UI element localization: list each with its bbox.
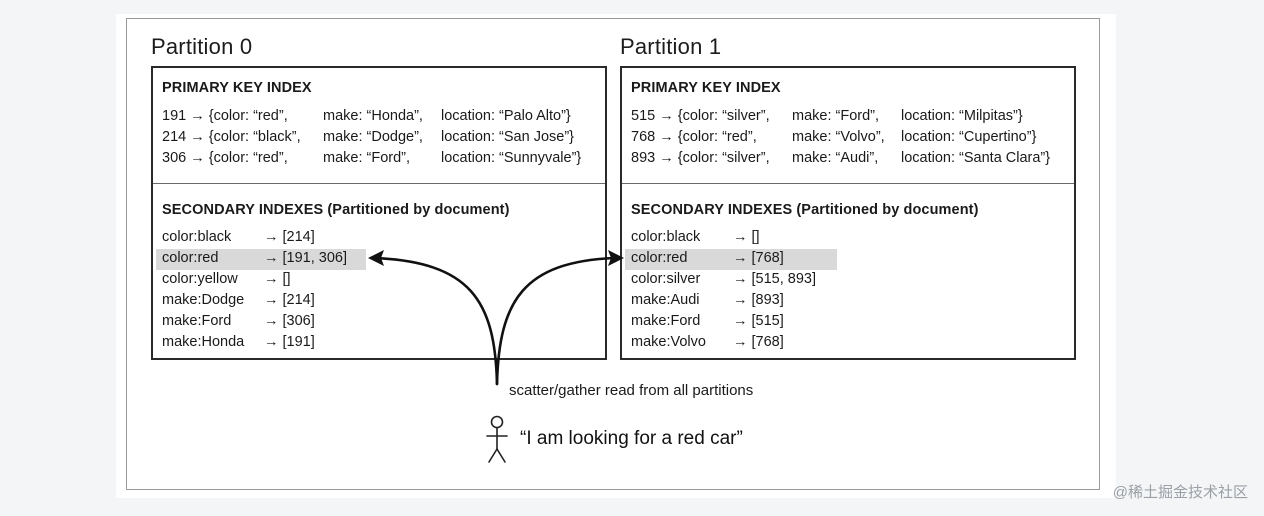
primary-row-make: make: “Volvo”, (792, 129, 885, 145)
secondary-row: make:Honda → [191] (156, 333, 366, 354)
secondary-row: make:Volvo → [768] (625, 333, 837, 354)
index-term: make:Dodge (162, 292, 245, 308)
primary-row-key: 306 → {color: “red”, (162, 150, 288, 166)
primary-row-location: location: “Cupertino”} (901, 129, 1037, 145)
secondary-row: color:black → [214] (156, 228, 366, 249)
arrow-to-partition-0 (372, 256, 499, 386)
primary-row-key: 893 → {color: “silver”, (631, 150, 770, 166)
primary-row-make: make: “Audi”, (792, 150, 879, 166)
primary-row-make: make: “Dodge”, (323, 129, 423, 145)
secondary-indexes-heading: SECONDARY INDEXES (Partitioned by docume… (631, 202, 979, 218)
primary-row-location: location: “Sunnyvale”} (441, 150, 582, 166)
partition-1-box: PRIMARY KEY INDEX 515 → {color: “silver”… (620, 66, 1076, 360)
secondary-row: make:Audi → [893] (625, 291, 837, 312)
secondary-indexes-heading: SECONDARY INDEXES (Partitioned by docume… (162, 202, 510, 218)
index-ids: → [191, 306] (264, 250, 348, 266)
user-stick-figure (486, 415, 508, 463)
index-ids: → [306] (264, 313, 315, 329)
index-ids: → [768] (733, 250, 784, 266)
primary-row-location: location: “San Jose”} (441, 129, 574, 145)
partition-0-box: PRIMARY KEY INDEX 191 → {color: “red”, m… (151, 66, 607, 360)
index-term: make:Honda (162, 334, 245, 350)
secondary-row: make:Ford → [306] (156, 312, 366, 333)
index-ids: → [] (264, 271, 291, 287)
index-ids: → [191] (264, 334, 315, 350)
secondary-row: color:silver → [515, 893] (625, 270, 837, 291)
primary-row-make: make: “Ford”, (323, 150, 411, 166)
primary-row-key: 515 → {color: “silver”, (631, 108, 770, 124)
index-term: make:Volvo (631, 334, 706, 350)
partition-1-title: Partition 1 (620, 34, 722, 59)
index-term: color:black (631, 229, 701, 245)
index-term: color:black (162, 229, 232, 245)
scatter-gather-caption: scatter/gather read from all partitions (509, 382, 754, 399)
index-term: color:yellow (162, 271, 238, 287)
secondary-row: color:black → [] (625, 228, 837, 249)
index-ids: → [214] (264, 229, 315, 245)
primary-row-make: make: “Ford”, (792, 108, 880, 124)
index-ids: → [214] (264, 292, 315, 308)
index-term: color:silver (631, 271, 701, 287)
secondary-row-highlighted: color:red → [768] (625, 249, 837, 270)
index-term: make:Ford (631, 313, 701, 329)
partition-0-title: Partition 0 (151, 34, 253, 59)
diagram-frame (126, 18, 1100, 490)
index-term: make:Ford (162, 313, 232, 329)
user-quote: “I am looking for a red car” (520, 428, 743, 449)
watermark: @稀土掘金技术社区 (1112, 484, 1248, 501)
primary-row-make: make: “Honda”, (323, 108, 423, 124)
section-divider (622, 183, 1074, 184)
secondary-row: color:yellow → [] (156, 270, 366, 291)
primary-row-key: 768 → {color: “red”, (631, 129, 757, 145)
primary-row-location: location: “Milpitas”} (901, 108, 1023, 124)
secondary-row: make:Ford → [515] (625, 312, 837, 333)
index-ids: → [515] (733, 313, 784, 329)
primary-row-location: location: “Palo Alto”} (441, 108, 571, 124)
index-term: color:red (162, 250, 219, 266)
primary-key-index-heading: PRIMARY KEY INDEX (631, 80, 781, 96)
primary-row-location: location: “Santa Clara”} (901, 150, 1051, 166)
index-ids: → [768] (733, 334, 784, 350)
section-divider (153, 183, 605, 184)
primary-key-index-heading: PRIMARY KEY INDEX (162, 80, 312, 96)
index-ids: → [] (733, 229, 760, 245)
arrowhead-right (608, 250, 624, 266)
arrow-to-partition-1 (495, 256, 616, 386)
secondary-row: make:Dodge → [214] (156, 291, 366, 312)
arrowhead-left (368, 250, 384, 266)
index-term: color:red (631, 250, 688, 266)
primary-row-key: 191 → {color: “red”, (162, 108, 288, 124)
index-ids: → [893] (733, 292, 784, 308)
primary-row-key: 214 → {color: “black”, (162, 129, 301, 145)
index-term: make:Audi (631, 292, 700, 308)
secondary-row-highlighted: color:red → [191, 306] (156, 249, 366, 270)
index-ids: → [515, 893] (733, 271, 817, 287)
